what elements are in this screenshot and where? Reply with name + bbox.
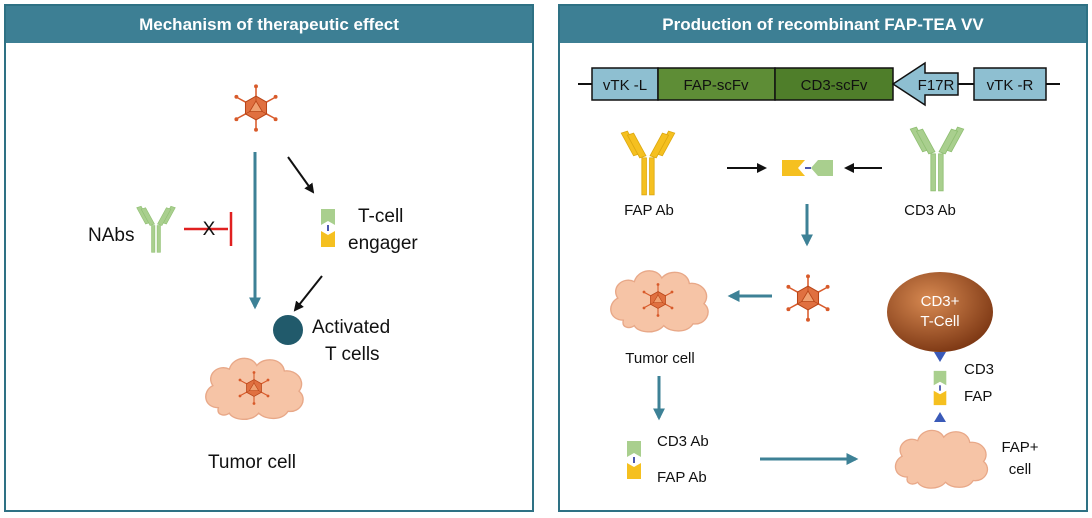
- fap-receptor-icon: [934, 412, 946, 422]
- gene-construct: vTK -L FAP-scFv CD3-scFv F17R vTK -R: [578, 61, 1060, 107]
- fap-scfv-label: FAP-scFv: [683, 77, 749, 94]
- tumor-cell-label: Tumor cell: [208, 452, 296, 473]
- vtk-r-segment: [973, 67, 1047, 101]
- cd3-ab-label: CD3 Ab: [904, 202, 956, 219]
- bispecific-fap-label: FAP Ab: [657, 469, 707, 486]
- vtk-r-label: vTK -R: [987, 77, 1034, 94]
- f17r-promoter-arrow: [891, 61, 959, 107]
- activated-t-cell-icon: [273, 315, 303, 345]
- tcell-label-line1: CD3+: [921, 293, 960, 310]
- vtk-l-segment: [591, 67, 659, 101]
- fap-cell-label-line1: FAP+: [1001, 439, 1038, 456]
- engager-label-line2: engager: [348, 233, 418, 254]
- recombinant-virus-icon: [785, 273, 831, 323]
- vtk-l-label: vTK -L: [603, 77, 647, 94]
- cd3-receptor-label: CD3: [964, 361, 994, 378]
- cd3-scfv-label: CD3-scFv: [801, 77, 868, 94]
- right-tumor-cell-label: Tumor cell: [625, 350, 694, 367]
- nabs-label: NAbs: [88, 225, 134, 246]
- cd3-scfv-segment: [774, 67, 894, 101]
- block-mark: X: [203, 219, 216, 240]
- f17r-label: F17R: [918, 77, 955, 94]
- mechanism-panel-title: Mechanism of therapeutic effect: [6, 6, 532, 43]
- activated-label-line1: Activated: [312, 317, 390, 338]
- tcell-label-line2: T-Cell: [920, 313, 959, 330]
- fap-scfv-segment: [657, 67, 776, 101]
- cd3-t-cell-icon: [887, 272, 993, 352]
- neutralizing-antibody-icon: [136, 205, 176, 253]
- secreted-bispecific-icon: [625, 439, 643, 481]
- activated-label-line2: T cells: [325, 344, 380, 365]
- fap-antibody-icon: [620, 130, 676, 196]
- engager-to-tcell-arrow: [293, 275, 323, 312]
- bispecific-scfv-icon: [782, 160, 833, 176]
- bispecific-cd3-label: CD3 Ab: [657, 433, 709, 450]
- cd3-receptor-icon: [934, 352, 946, 362]
- t-cell-engager-icon: [319, 207, 337, 249]
- fap-ab-label: FAP Ab: [624, 202, 674, 219]
- cd3-antibody-icon: [909, 126, 965, 192]
- engager-label-line1: T-cell: [358, 206, 403, 227]
- fap-receptor-label: FAP: [964, 388, 992, 405]
- mechanism-panel: Mechanism of therapeutic effect: [4, 4, 534, 512]
- fap-cell-label-line2: cell: [1009, 461, 1032, 478]
- virus-to-engager-arrow: [287, 156, 315, 194]
- vaccinia-virus-icon: [233, 83, 279, 133]
- production-panel-title: Production of recombinant FAP-TEA VV: [560, 6, 1086, 43]
- bound-bispecific-icon: [932, 369, 948, 407]
- fap-positive-cell-icon: [894, 429, 989, 489]
